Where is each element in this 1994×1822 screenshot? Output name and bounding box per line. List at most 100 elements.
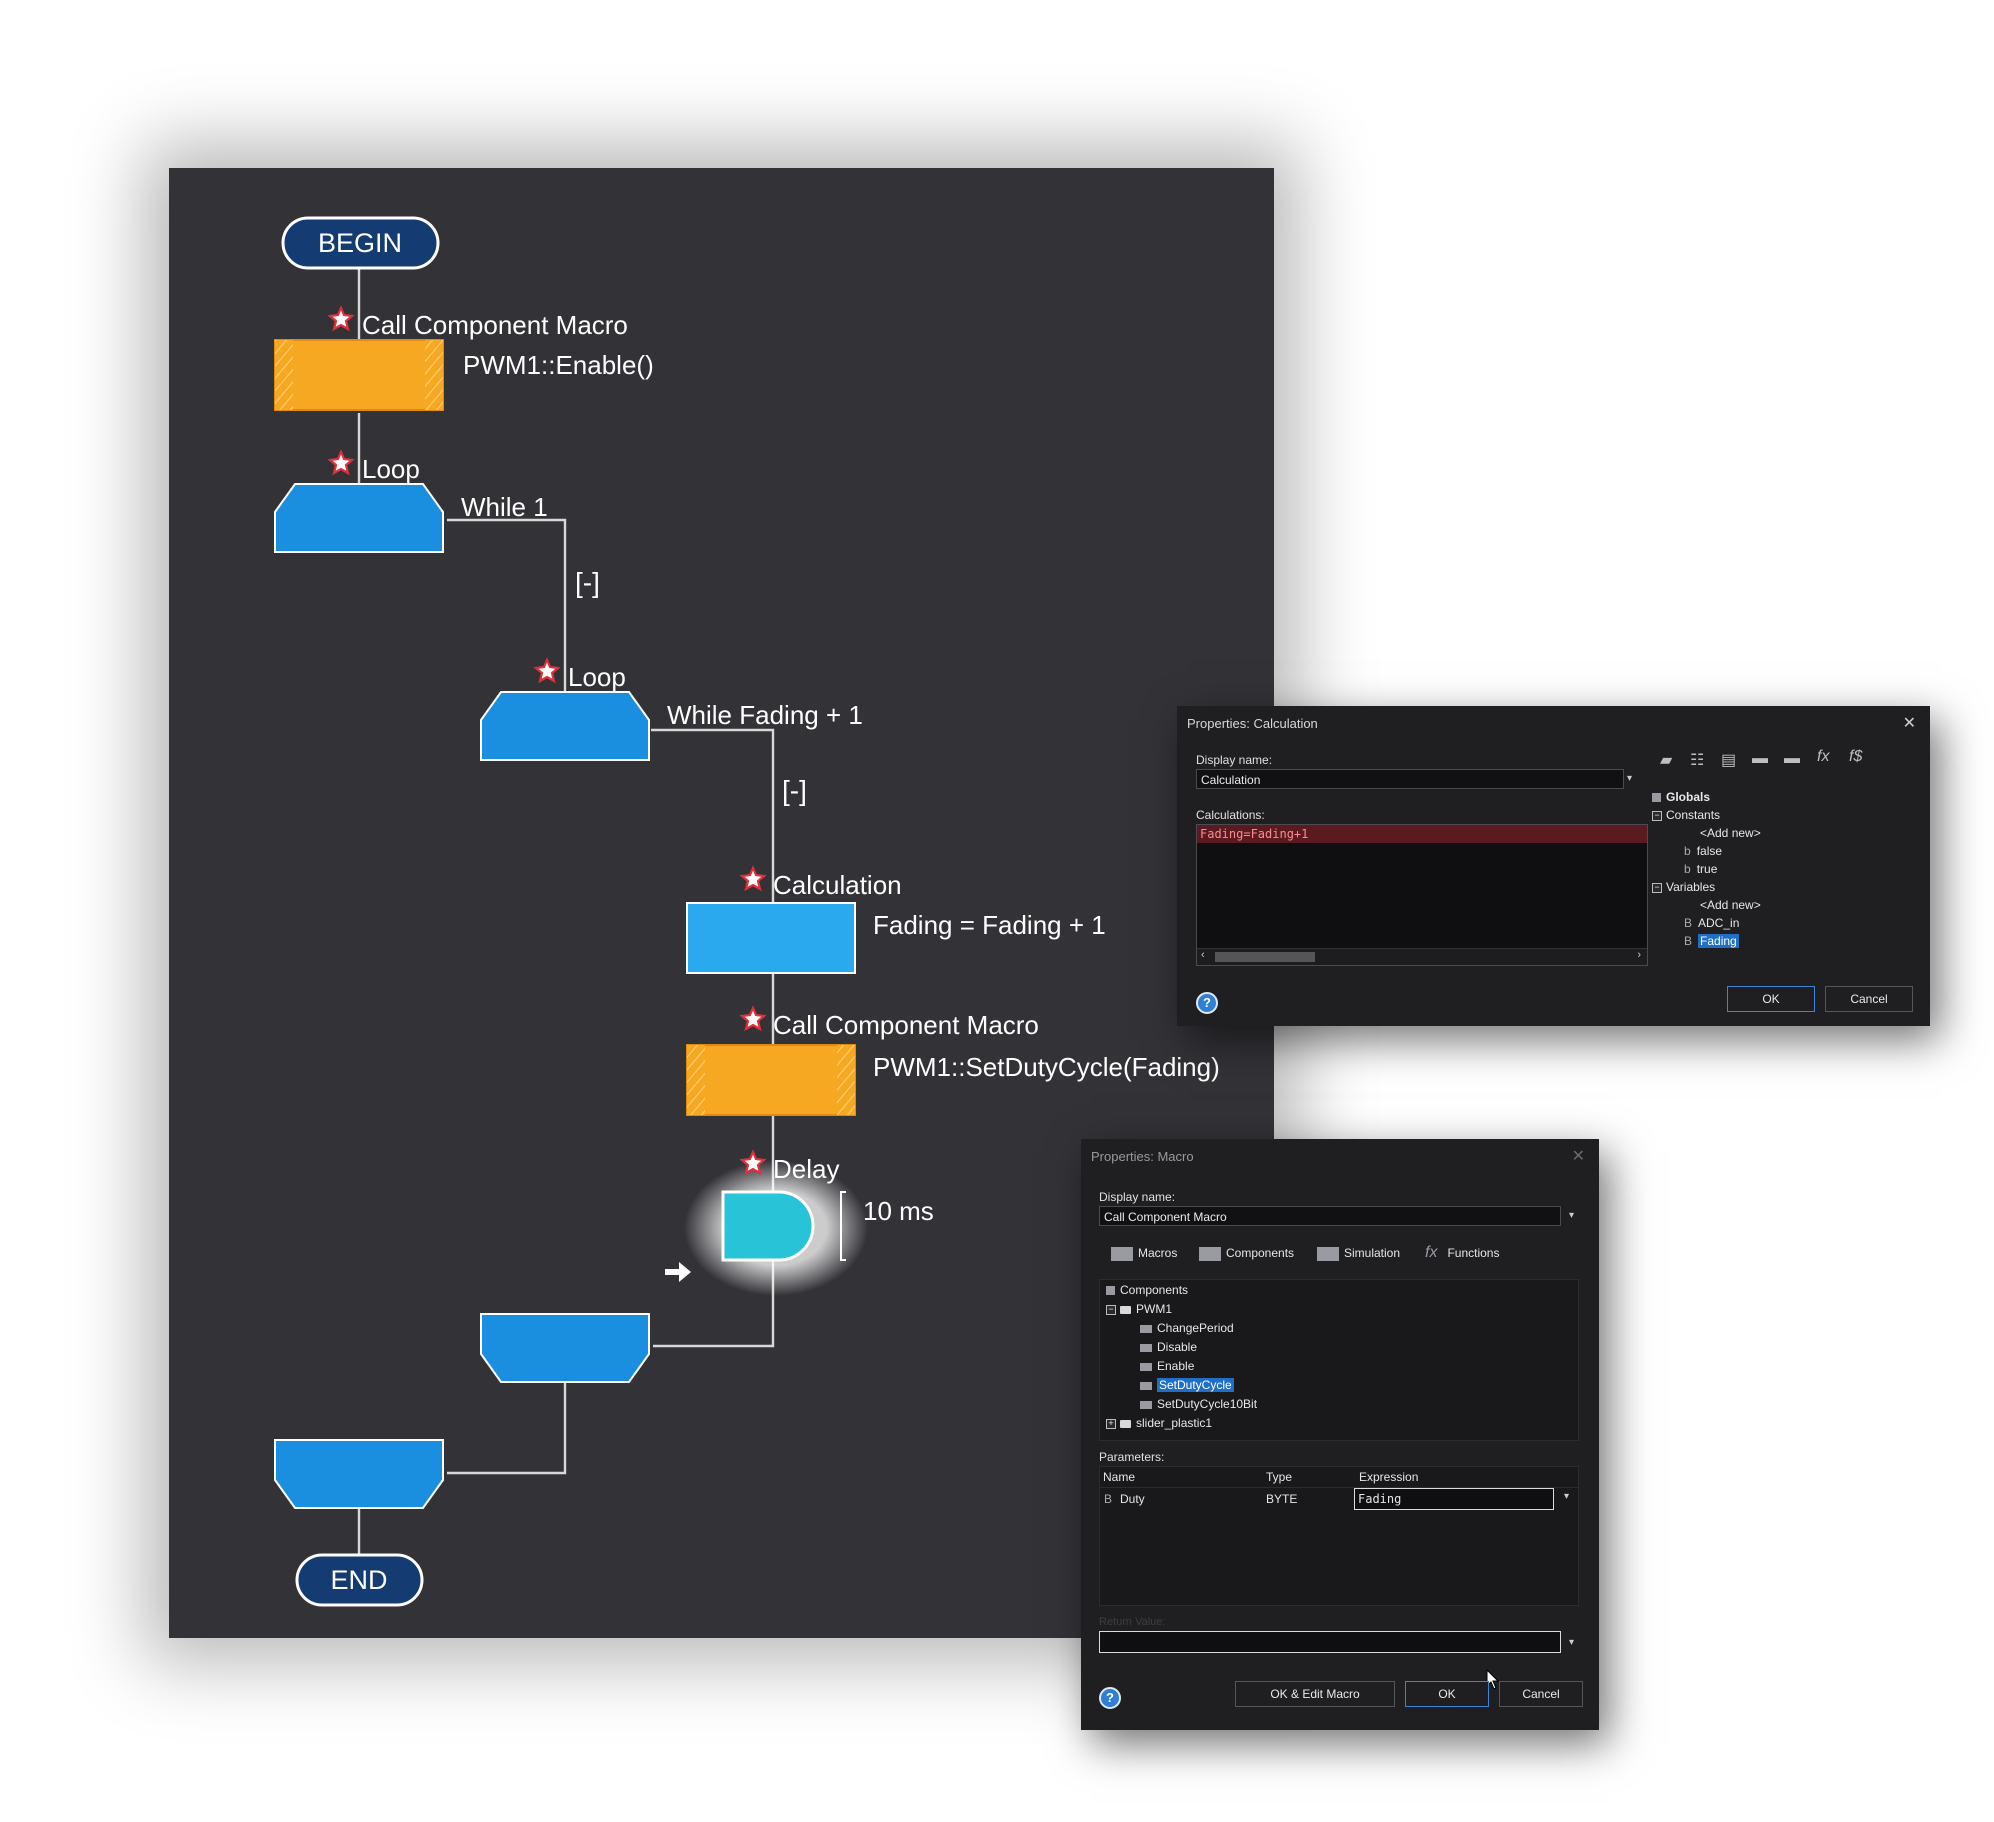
begin-terminal[interactable]: BEGIN xyxy=(281,216,440,270)
loop1-collapse-toggle[interactable]: [-] xyxy=(575,567,600,598)
end-terminal[interactable]: END xyxy=(295,1553,424,1607)
tree-globals-label: Globals xyxy=(1666,790,1711,804)
loop2-title: Loop xyxy=(568,662,626,692)
loop1-detail: While 1 xyxy=(461,492,548,522)
folder-icon xyxy=(1120,1419,1131,1428)
loop2-detail: While Fading + 1 xyxy=(667,700,863,730)
flowchart-canvas[interactable]: BEGIN Call Component Macro PWM1::Enable(… xyxy=(169,168,1274,1638)
scroll-right-icon[interactable]: › xyxy=(1637,949,1641,961)
globals-icon[interactable]: ▤ xyxy=(1721,752,1737,769)
tree-pwm1[interactable]: − PWM1 xyxy=(1106,1302,1172,1316)
loop-while-fading-icon[interactable] xyxy=(480,691,650,761)
tree-variables[interactable]: −Variables xyxy=(1652,880,1715,894)
param-name: Duty xyxy=(1120,1492,1145,1506)
tree-add-new-variable[interactable]: <Add new> xyxy=(1700,898,1761,912)
ok-edit-macro-button[interactable]: OK & Edit Macro xyxy=(1235,1681,1395,1707)
cancel-button[interactable]: Cancel xyxy=(1825,986,1913,1012)
scroll-left-icon[interactable]: ‹ xyxy=(1201,949,1205,961)
tree-change-period[interactable]: ChangePeriod xyxy=(1140,1321,1234,1335)
dialog-title-bar[interactable]: Properties: Macro ✕ xyxy=(1081,1139,1599,1175)
dialog-title-bar[interactable]: Properties: Calculation ✕ xyxy=(1177,706,1930,742)
chevron-down-icon[interactable]: ▾ xyxy=(1564,1491,1570,1502)
tree-pwm1-label: PWM1 xyxy=(1136,1302,1172,1316)
display-name-field[interactable]: Calculation xyxy=(1196,769,1624,789)
tab-macros-label: Macros xyxy=(1138,1246,1178,1260)
macros-icon[interactable]: ▬ xyxy=(1752,750,1768,767)
bool-icon: b xyxy=(1684,862,1691,876)
tree-setdutycycle10bit[interactable]: SetDutyCycle10Bit xyxy=(1140,1397,1257,1411)
tree-setdutycycle[interactable]: SetDutyCycle xyxy=(1140,1378,1234,1392)
param-expression-input[interactable]: Fading xyxy=(1354,1488,1554,1510)
tab-simulation[interactable]: Simulation xyxy=(1317,1246,1400,1261)
chevron-down-icon[interactable]: ▾ xyxy=(1569,1210,1575,1221)
expand-icon[interactable]: + xyxy=(1106,1418,1116,1429)
help-icon[interactable]: ? xyxy=(1099,1687,1121,1709)
tree-enable[interactable]: Enable xyxy=(1140,1359,1194,1373)
tree-slider[interactable]: +slider_plastic1 xyxy=(1106,1416,1212,1430)
macro-icon xyxy=(1140,1362,1152,1371)
tree-globals[interactable]: Globals xyxy=(1652,790,1710,804)
delay-detail: 10 ms xyxy=(863,1196,934,1226)
help-icon[interactable]: ? xyxy=(1196,992,1218,1014)
close-icon[interactable]: ✕ xyxy=(1902,715,1916,732)
input-icon[interactable]: ▰ xyxy=(1660,752,1673,769)
table-row[interactable]: B Duty BYTE Fading ▾ xyxy=(1100,1487,1578,1511)
loop2-end-icon[interactable] xyxy=(480,1313,650,1383)
collapse-icon[interactable]: − xyxy=(1106,1304,1116,1315)
calculation-icon[interactable] xyxy=(686,902,856,974)
dialog-title: Properties: Calculation xyxy=(1187,716,1318,731)
macro-icon xyxy=(1140,1324,1152,1333)
tab-functions-label: Functions xyxy=(1447,1246,1500,1260)
components-icon[interactable]: ▬ xyxy=(1784,750,1800,767)
tree-macro-label: Disable xyxy=(1157,1340,1198,1354)
collapse-icon[interactable]: − xyxy=(1652,882,1662,893)
return-value-input[interactable] xyxy=(1099,1631,1561,1653)
tree-disable[interactable]: Disable xyxy=(1140,1340,1197,1354)
breakpoint-star-icon xyxy=(739,1005,767,1032)
chevron-down-icon[interactable]: ▾ xyxy=(1627,773,1633,784)
tab-macros[interactable]: Macros xyxy=(1111,1246,1177,1261)
tree-add-new-label: <Add new> xyxy=(1700,826,1761,840)
tree-variables-label: Variables xyxy=(1666,880,1716,894)
ok-button[interactable]: OK xyxy=(1405,1681,1489,1707)
calc-title: Calculation xyxy=(773,870,902,900)
local-vars-icon[interactable]: ☷ xyxy=(1690,752,1705,769)
scrollbar-thumb[interactable] xyxy=(1215,952,1315,962)
tree-macro-label: Enable xyxy=(1157,1359,1195,1373)
function-icon[interactable]: fx xyxy=(1817,748,1830,765)
loop2-collapse-toggle[interactable]: [-] xyxy=(782,775,807,806)
components-icon xyxy=(1199,1246,1221,1261)
tree-constants[interactable]: −Constants xyxy=(1652,808,1720,822)
tree-add-new-constant[interactable]: <Add new> xyxy=(1700,826,1761,840)
calculation-line[interactable]: Fading=Fading+1 xyxy=(1197,825,1647,843)
breakpoint-star-icon xyxy=(533,657,561,684)
horizontal-scrollbar[interactable]: ‹ › xyxy=(1197,948,1647,965)
cancel-button[interactable]: Cancel xyxy=(1499,1681,1583,1707)
call-macro-enable-icon[interactable] xyxy=(274,339,444,411)
macro-icon xyxy=(1140,1381,1152,1390)
tree-constants-label: Constants xyxy=(1666,808,1721,822)
param-header-type: Type xyxy=(1266,1470,1293,1484)
loop-while1-icon[interactable] xyxy=(274,483,444,553)
tab-components[interactable]: Components xyxy=(1199,1246,1294,1261)
calculations-editor[interactable]: Fading=Fading+1 ‹ › xyxy=(1196,824,1648,966)
collapse-icon[interactable]: − xyxy=(1652,810,1662,821)
delay-icon[interactable] xyxy=(684,1160,868,1296)
parameters-label: Parameters: xyxy=(1099,1450,1165,1464)
chevron-down-icon[interactable]: ▾ xyxy=(1569,1637,1575,1648)
tab-simulation-label: Simulation xyxy=(1344,1246,1401,1260)
tree-components[interactable]: Components xyxy=(1106,1283,1188,1297)
display-name-field[interactable]: Call Component Macro xyxy=(1099,1206,1561,1226)
ok-button[interactable]: OK xyxy=(1727,986,1815,1012)
close-icon[interactable]: ✕ xyxy=(1571,1148,1585,1165)
call-macro-setdutycycle-icon[interactable] xyxy=(686,1044,856,1116)
loop1-end-icon[interactable] xyxy=(274,1439,444,1509)
string-function-icon[interactable]: f$ xyxy=(1849,748,1863,765)
byte-icon: B xyxy=(1104,1492,1113,1506)
